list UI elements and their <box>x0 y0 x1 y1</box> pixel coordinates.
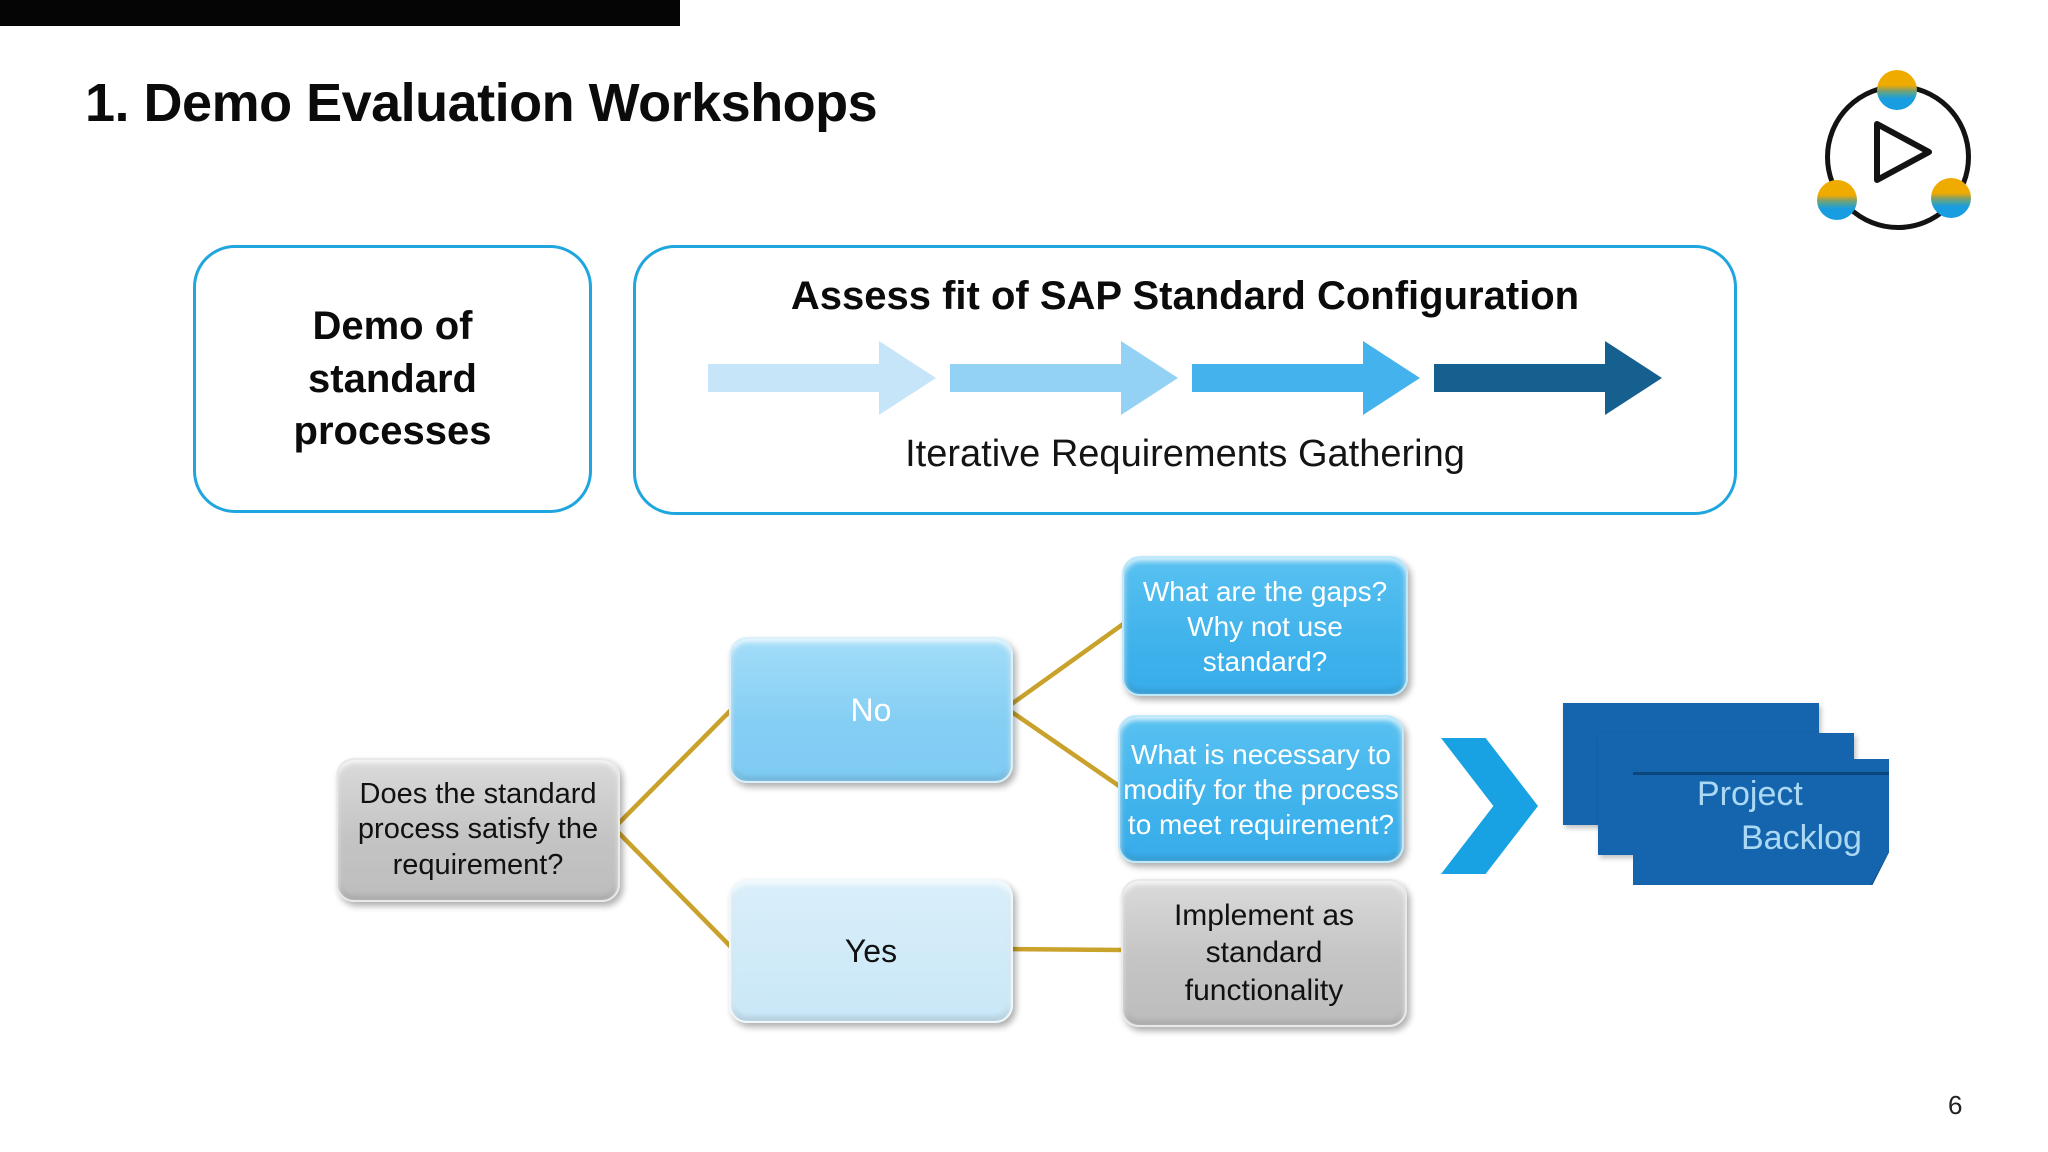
implement-node: Implement as standard functionality <box>1121 879 1407 1027</box>
step-arrow-1 <box>708 341 936 415</box>
assess-fit-box: Assess fit of SAP Standard Configuration… <box>633 245 1737 515</box>
backlog-card-front: Project Backlog <box>1633 759 1889 885</box>
chevron-right-icon <box>1441 738 1538 874</box>
play-icon <box>1874 121 1932 183</box>
gaps-node: What are the gaps? Why not use standard? <box>1122 556 1408 696</box>
logo-node-bottom-right <box>1931 178 1971 218</box>
yes-node: Yes <box>729 879 1013 1023</box>
backlog-card-fold <box>1871 852 1889 885</box>
no-node: No <box>729 637 1013 783</box>
demo-box-label: Demo of standard processes <box>293 303 492 454</box>
video-letterbox-bar <box>0 0 680 26</box>
step-arrow-4 <box>1434 341 1662 415</box>
play-media-logo <box>1817 70 1971 230</box>
step-arrow-3 <box>1192 341 1420 415</box>
assess-box-caption: Iterative Requirements Gathering <box>905 433 1465 475</box>
project-backlog-stack: Project Backlog <box>1563 703 1903 893</box>
decision-node: Does the standard process satisfy the re… <box>336 758 620 902</box>
logo-node-bottom-left <box>1817 180 1857 220</box>
page-title: 1. Demo Evaluation Workshops <box>85 73 878 133</box>
step-arrow-2 <box>950 341 1178 415</box>
page-number: 6 <box>1948 1090 1963 1120</box>
modify-node: What is necessary to modify for the proc… <box>1118 715 1404 863</box>
logo-node-top <box>1877 70 1917 110</box>
progress-arrow-row <box>708 341 1662 415</box>
backlog-label-backlog: Backlog <box>1741 819 1862 857</box>
assess-box-title: Assess fit of SAP Standard Configuration <box>790 274 1580 318</box>
backlog-card-topline <box>1633 772 1889 775</box>
backlog-label-project: Project <box>1697 775 1803 813</box>
demo-standard-processes-box: Demo of standard processes <box>193 245 592 513</box>
